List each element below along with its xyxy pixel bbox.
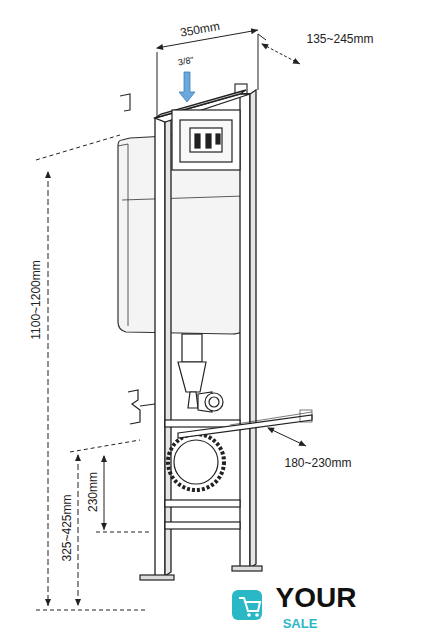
logo-word: YOUR (276, 583, 357, 614)
dimension-label: 180~230mm (282, 457, 353, 470)
logo-word: SALE (283, 617, 318, 631)
thread-size-label: 3/8" (175, 55, 196, 68)
logo-icon (232, 590, 262, 620)
dimension-label: 135~245mm (304, 33, 375, 46)
dimension-label: 230mm (87, 470, 100, 514)
dimension-label: 1100~1200mm (30, 258, 43, 342)
dimension-label: 325~425mm (61, 492, 74, 563)
